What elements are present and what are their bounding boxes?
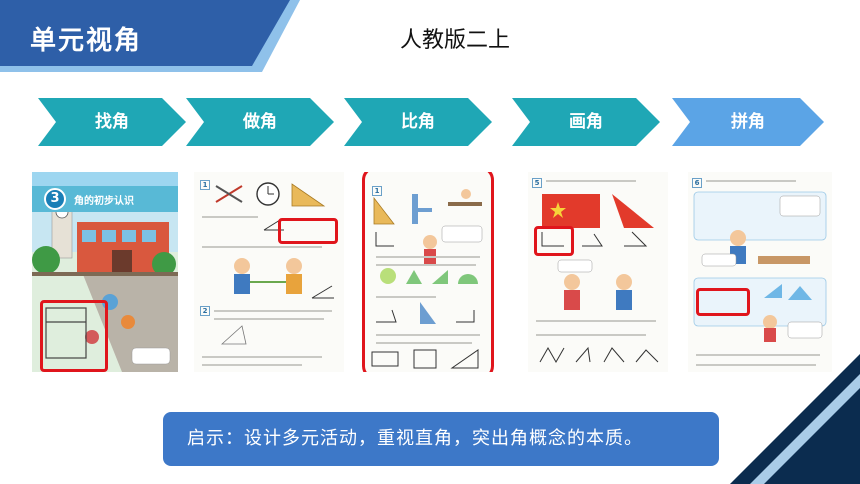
- step-make-angle-label: 做角: [243, 112, 277, 132]
- exercise-number-1: 1: [200, 180, 210, 190]
- step-find-angle: 找角: [38, 98, 186, 146]
- highlight-box-draw: [534, 226, 574, 256]
- highlight-box-join: [696, 288, 750, 316]
- corner-decoration: [730, 354, 860, 484]
- draw-angle-illustration: [539, 194, 659, 364]
- textbook-edition: 人教版二上: [400, 28, 511, 53]
- exercise-number-5: 5: [532, 178, 542, 188]
- step-join-angle-label: 拼角: [731, 112, 765, 132]
- textbook-page-draw-angle: 5: [528, 172, 668, 372]
- step-compare-angle: 比角: [344, 98, 492, 146]
- step-find-angle-label: 找角: [95, 112, 129, 132]
- highlight-box-find: [40, 300, 108, 372]
- insight-banner: 启示：设计多元活动，重视直角，突出角概念的本质。: [163, 412, 719, 466]
- step-draw-angle-label: 画角: [569, 112, 603, 132]
- textbook-page-make-angle: 1 2: [194, 172, 344, 372]
- textbook-page-find-angle: 3 角的初步认识: [32, 172, 178, 372]
- highlight-box-make: [278, 218, 338, 244]
- step-draw-angle: 画角: [512, 98, 660, 146]
- make-angle-illustration: [215, 182, 334, 345]
- badge-title: 单元视角: [30, 26, 143, 56]
- exercise-number-2: 2: [200, 306, 210, 316]
- step-make-angle: 做角: [186, 98, 334, 146]
- badge-background: [0, 0, 300, 72]
- exercise-number-1: 1: [372, 186, 382, 196]
- highlight-box-compare: [362, 172, 494, 372]
- step-join-angle: 拼角: [672, 98, 824, 146]
- lesson-heading: 角的初步认识: [74, 196, 134, 207]
- lesson-number-badge: 3: [44, 188, 66, 210]
- textbook-page-compare-angle: 1: [362, 172, 494, 372]
- exercise-number-6: 6: [692, 178, 702, 188]
- unit-perspective-badge: 单元视角: [0, 0, 300, 72]
- step-compare-angle-label: 比角: [401, 112, 435, 132]
- textbook-page-join-angle: 6: [688, 172, 832, 372]
- join-angle-illustration: [693, 191, 827, 342]
